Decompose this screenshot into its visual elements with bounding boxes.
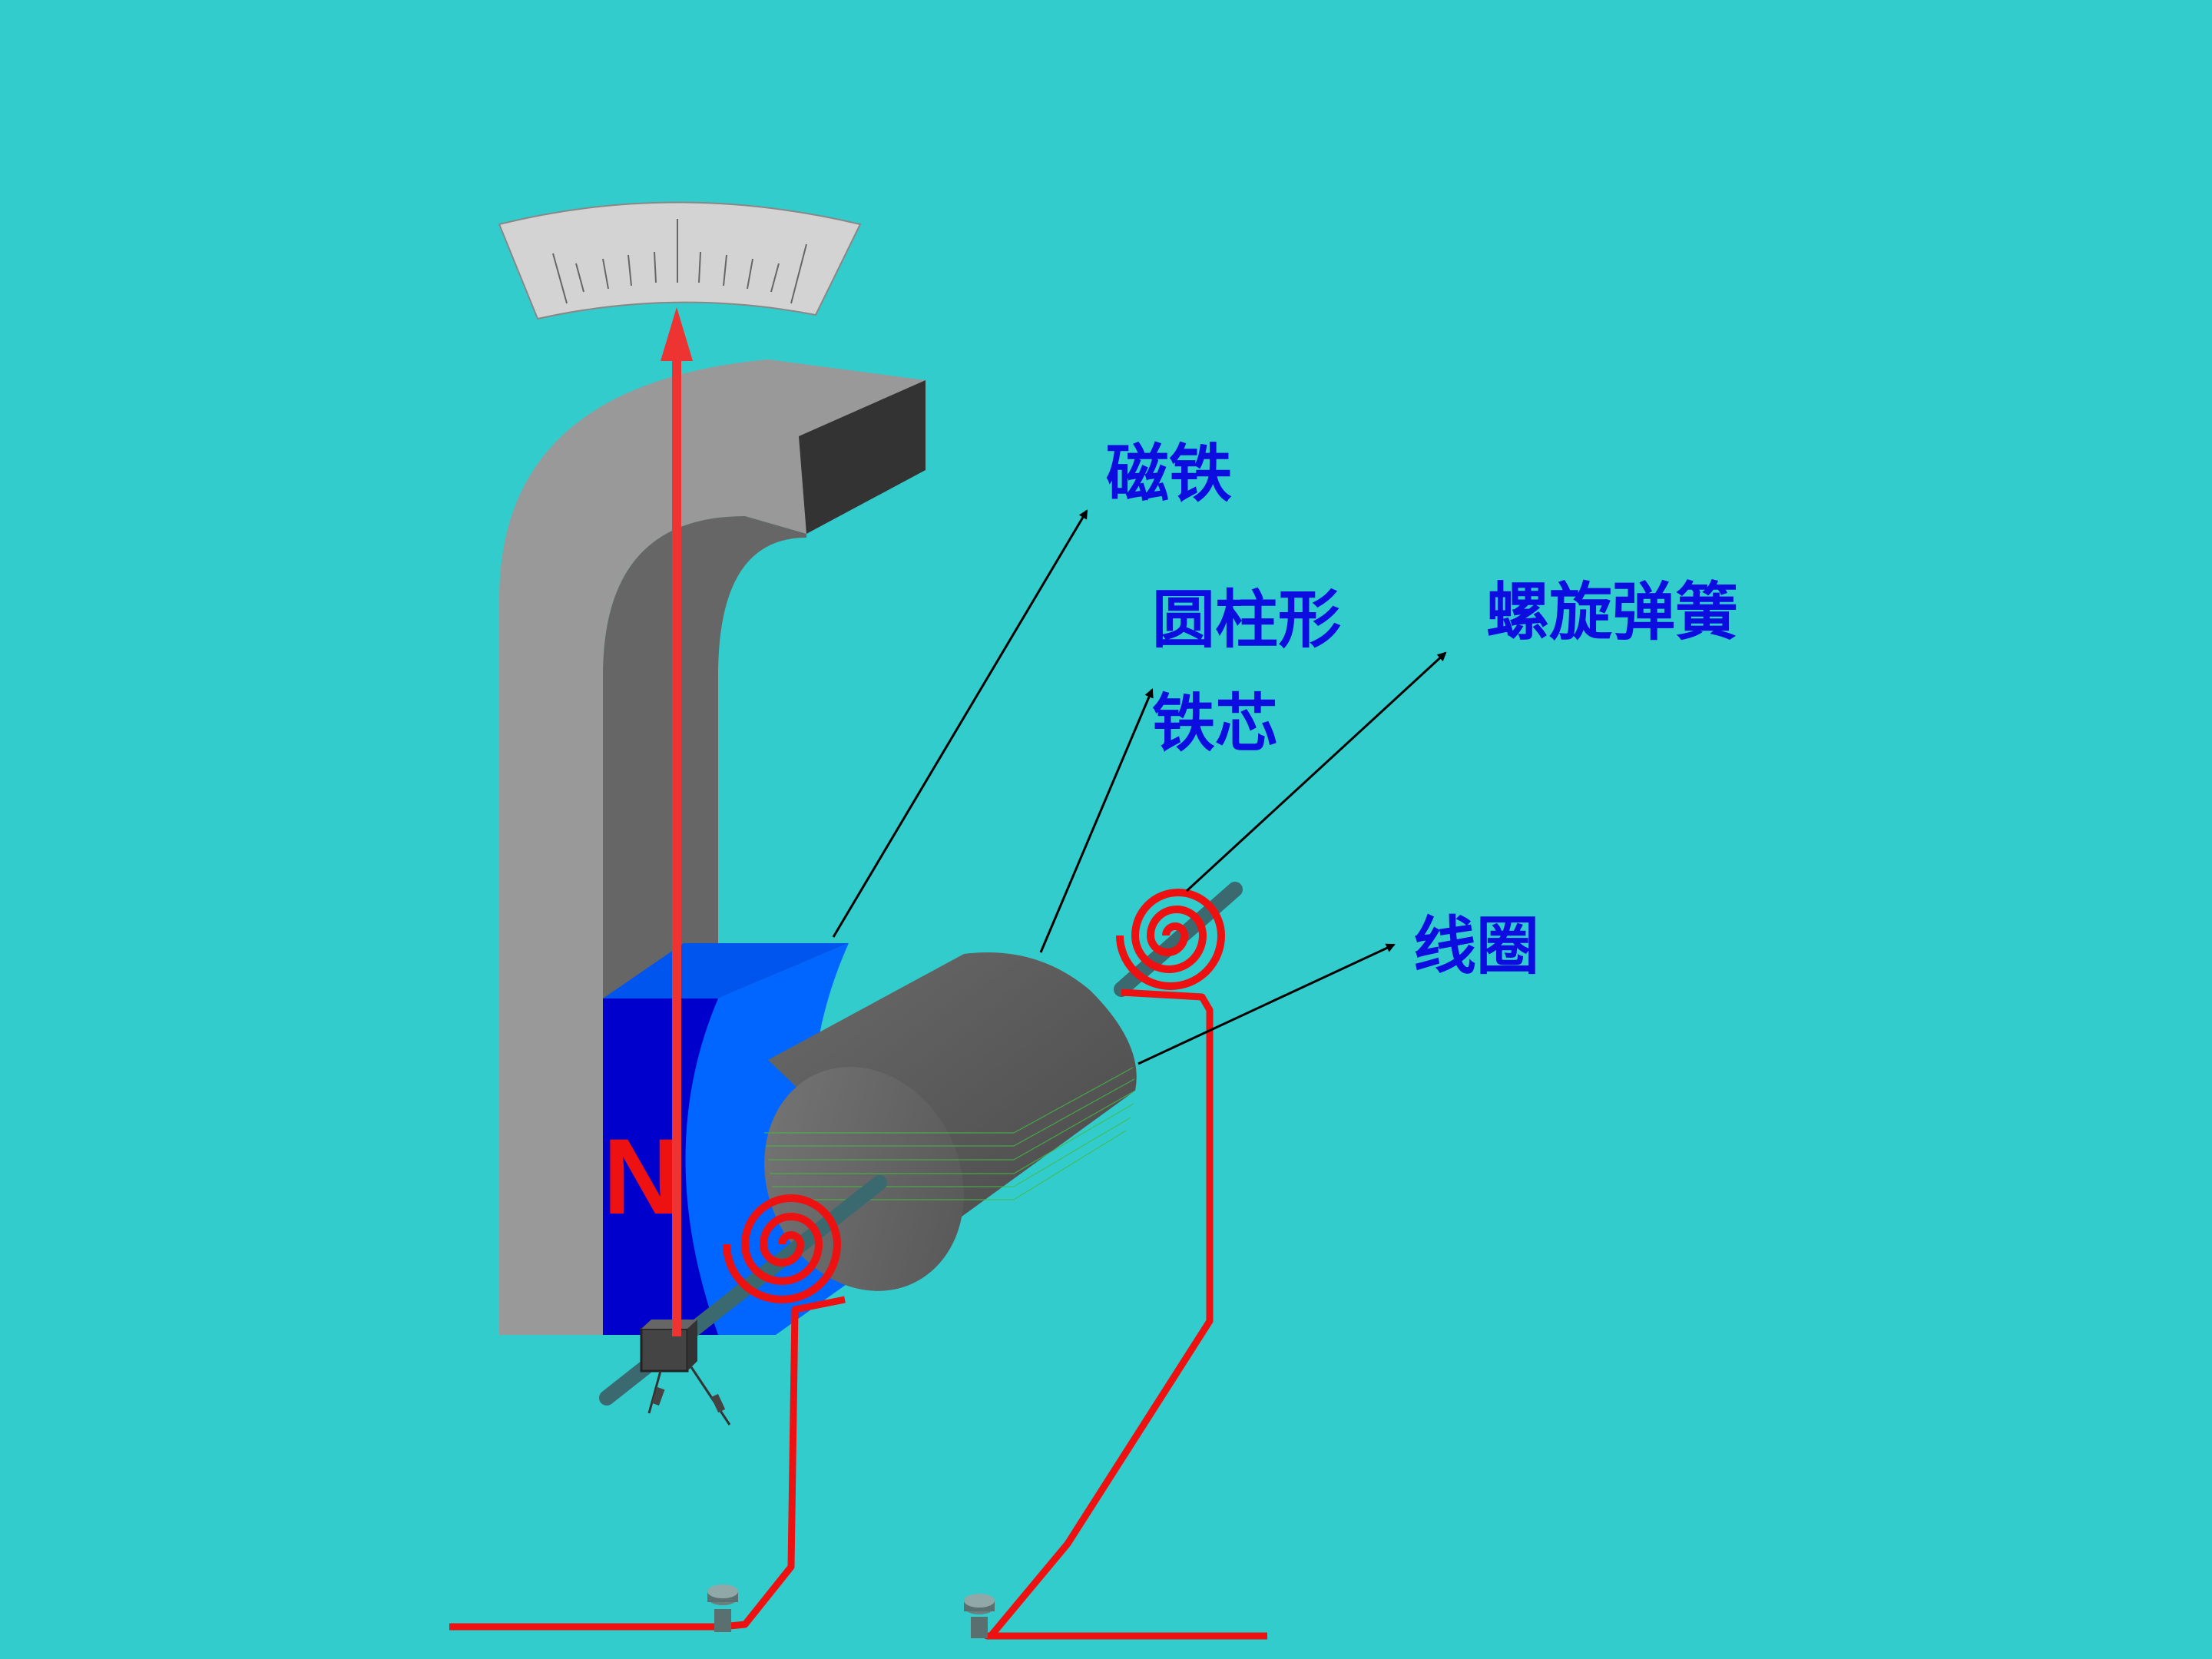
dial-scale <box>498 201 862 320</box>
binding-post-left <box>707 1584 738 1632</box>
pointer-pivot <box>640 1320 731 1426</box>
label-coil: 线圈 <box>1413 910 1539 983</box>
pole-label-n: N <box>603 1116 680 1237</box>
label-spring: 螺旋弹簧 <box>1486 576 1738 649</box>
pointer-needle <box>661 307 693 1336</box>
label-core-line1: 圆柱形 <box>1152 584 1341 657</box>
arrow-spring <box>1185 651 1447 892</box>
binding-post-right <box>964 1594 995 1638</box>
label-core-line2: 铁芯 <box>1152 687 1278 760</box>
label-magnet: 磁铁 <box>1106 438 1232 511</box>
arrow-core <box>1039 688 1154 953</box>
spiral-spring-back <box>1116 889 1226 990</box>
spiral-spring-front <box>723 1194 842 1303</box>
leader-arrows <box>832 509 1447 1065</box>
arrow-coil <box>1137 943 1396 1065</box>
arrow-magnet <box>832 509 1088 938</box>
